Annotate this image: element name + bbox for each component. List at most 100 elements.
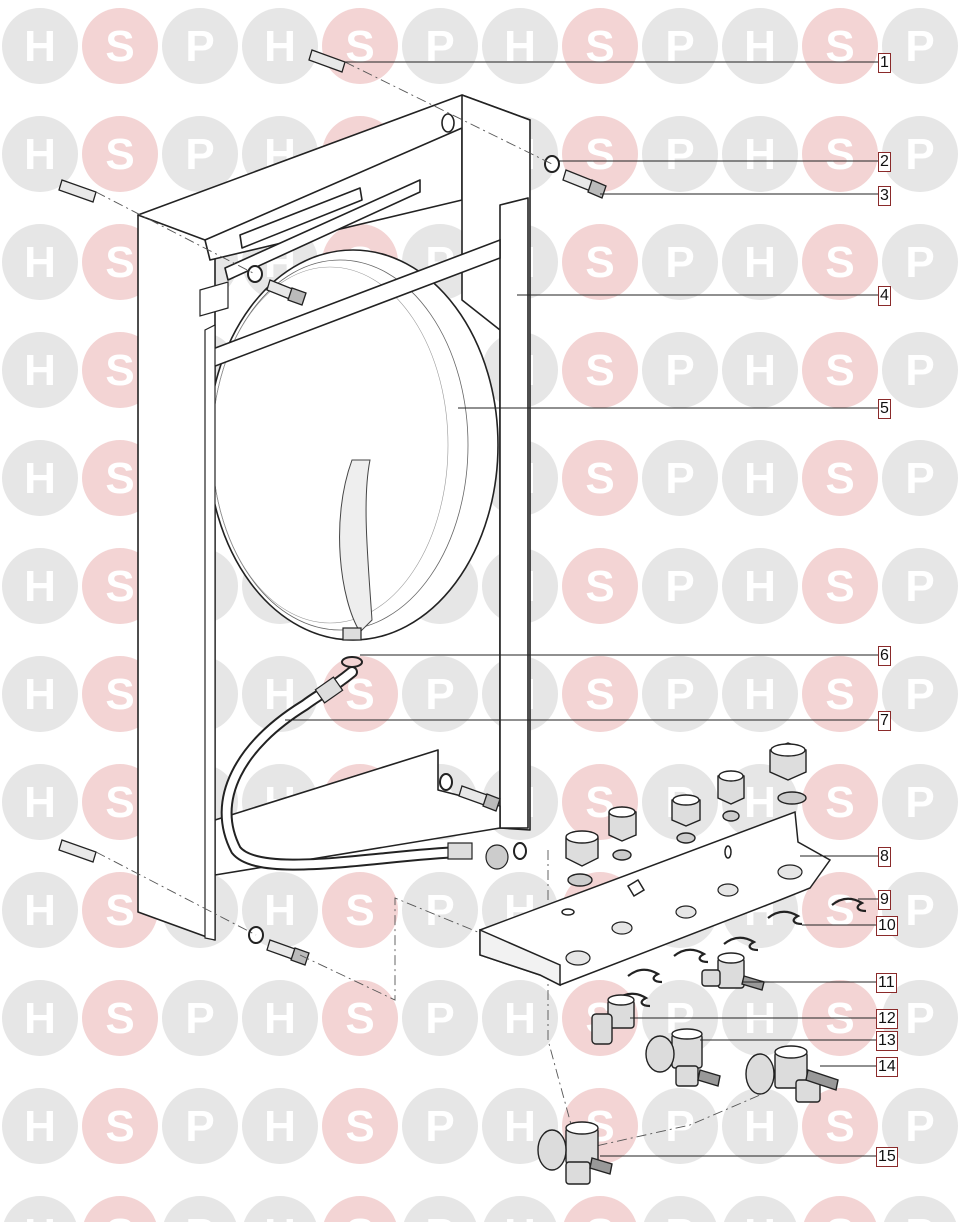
watermark-circle [802, 224, 878, 300]
watermark-circle [562, 8, 638, 84]
watermark-letter: P [905, 670, 934, 719]
watermark-letter: H [24, 670, 56, 719]
watermark-circle [722, 1088, 798, 1164]
watermark-letter: P [425, 670, 454, 719]
watermark-letter: S [345, 886, 374, 935]
watermark-letter: H [24, 346, 56, 395]
callout-label-12: 12 [876, 1009, 898, 1029]
flexible-hose [220, 656, 527, 871]
watermark-letter: H [504, 22, 536, 71]
watermark-letter: S [585, 562, 614, 611]
watermark-circle [2, 872, 78, 948]
watermark-letter: S [105, 22, 134, 71]
watermark-letter: H [24, 778, 56, 827]
callout-label-9: 9 [878, 890, 891, 910]
watermark-circle [882, 224, 958, 300]
watermark-letter: S [585, 454, 614, 503]
watermark-letter: S [825, 562, 854, 611]
watermark-circle [322, 1196, 398, 1227]
watermark-circle [2, 116, 78, 192]
watermark-letter: P [665, 562, 694, 611]
watermark-letter: P [425, 22, 454, 71]
watermark-circle [2, 548, 78, 624]
watermark-letter: P [185, 994, 214, 1043]
watermark-circle [482, 1196, 558, 1227]
watermark-letter: S [825, 778, 854, 827]
watermark-circle [722, 224, 798, 300]
watermark-letter: S [345, 1210, 374, 1222]
watermark-letter: H [24, 1210, 56, 1222]
watermark-circle [722, 440, 798, 516]
watermark-circle [322, 872, 398, 948]
watermark-letter: S [825, 130, 854, 179]
callout-label-8: 8 [878, 847, 891, 867]
watermark-letter: S [345, 22, 374, 71]
watermark-letter: H [744, 670, 776, 719]
watermark-letter: S [105, 454, 134, 503]
watermark-circle [162, 1196, 238, 1227]
watermark-circle [562, 332, 638, 408]
compression-nuts [565, 742, 807, 887]
wall-plugs-and-screws [58, 49, 607, 966]
manifold-bracket [479, 810, 832, 987]
watermark-letter: H [24, 1102, 56, 1151]
watermark-circle [882, 440, 958, 516]
watermark-circle [642, 1088, 718, 1164]
callout-label-13: 13 [876, 1031, 898, 1051]
watermark-circle [642, 440, 718, 516]
watermark-letter: S [825, 886, 854, 935]
watermark-letter: P [665, 130, 694, 179]
watermark-circle [802, 656, 878, 732]
watermark-circle [2, 1196, 78, 1227]
watermark-letter: H [24, 130, 56, 179]
watermark-letter: H [744, 562, 776, 611]
watermark-circle [2, 764, 78, 840]
watermark-letter: H [24, 454, 56, 503]
watermark-letter: P [425, 886, 454, 935]
watermark-circle [802, 764, 878, 840]
watermark-letter: S [105, 886, 134, 935]
watermark-circle [2, 656, 78, 732]
watermark-letter: H [744, 454, 776, 503]
watermark-letter: P [665, 454, 694, 503]
watermark-letter: P [905, 238, 934, 287]
watermark-letter: S [105, 670, 134, 719]
watermark-circle [2, 8, 78, 84]
watermark-circle [722, 1196, 798, 1227]
watermark-circle [642, 116, 718, 192]
watermark-letter: S [345, 1102, 374, 1151]
callout-label-10: 10 [876, 916, 898, 936]
watermark-letter: P [905, 994, 934, 1043]
watermark-circle [642, 548, 718, 624]
callout-label-7: 7 [878, 711, 891, 731]
watermark-circle [882, 980, 958, 1056]
watermark-letter: P [665, 22, 694, 71]
watermark-circle [402, 8, 478, 84]
watermark-letter: S [825, 1102, 854, 1151]
watermark-letter: H [744, 22, 776, 71]
watermark-circle [402, 1088, 478, 1164]
watermark-circle [642, 8, 718, 84]
watermark-circle [482, 8, 558, 84]
watermark-circle [2, 980, 78, 1056]
watermark-circle [2, 224, 78, 300]
watermark-letter: H [744, 1210, 776, 1222]
watermark-circle [642, 1196, 718, 1227]
watermark-letter: P [905, 886, 934, 935]
watermark-letter: S [105, 1102, 134, 1151]
watermark-circle [82, 1088, 158, 1164]
watermark-letter: H [744, 238, 776, 287]
watermark-circle [242, 980, 318, 1056]
watermark-circle [402, 1196, 478, 1227]
watermark-letter: P [905, 1210, 934, 1222]
watermark-circle [642, 656, 718, 732]
watermark-letter: P [905, 562, 934, 611]
watermark-letter: S [105, 994, 134, 1043]
watermark-letter: H [264, 1210, 296, 1222]
watermark-circle [82, 980, 158, 1056]
watermark-letter: H [504, 1210, 536, 1222]
watermark-circle [562, 1196, 638, 1227]
watermark-circle [162, 980, 238, 1056]
watermark-circle [162, 8, 238, 84]
callout-leader-lines [285, 61, 878, 1157]
